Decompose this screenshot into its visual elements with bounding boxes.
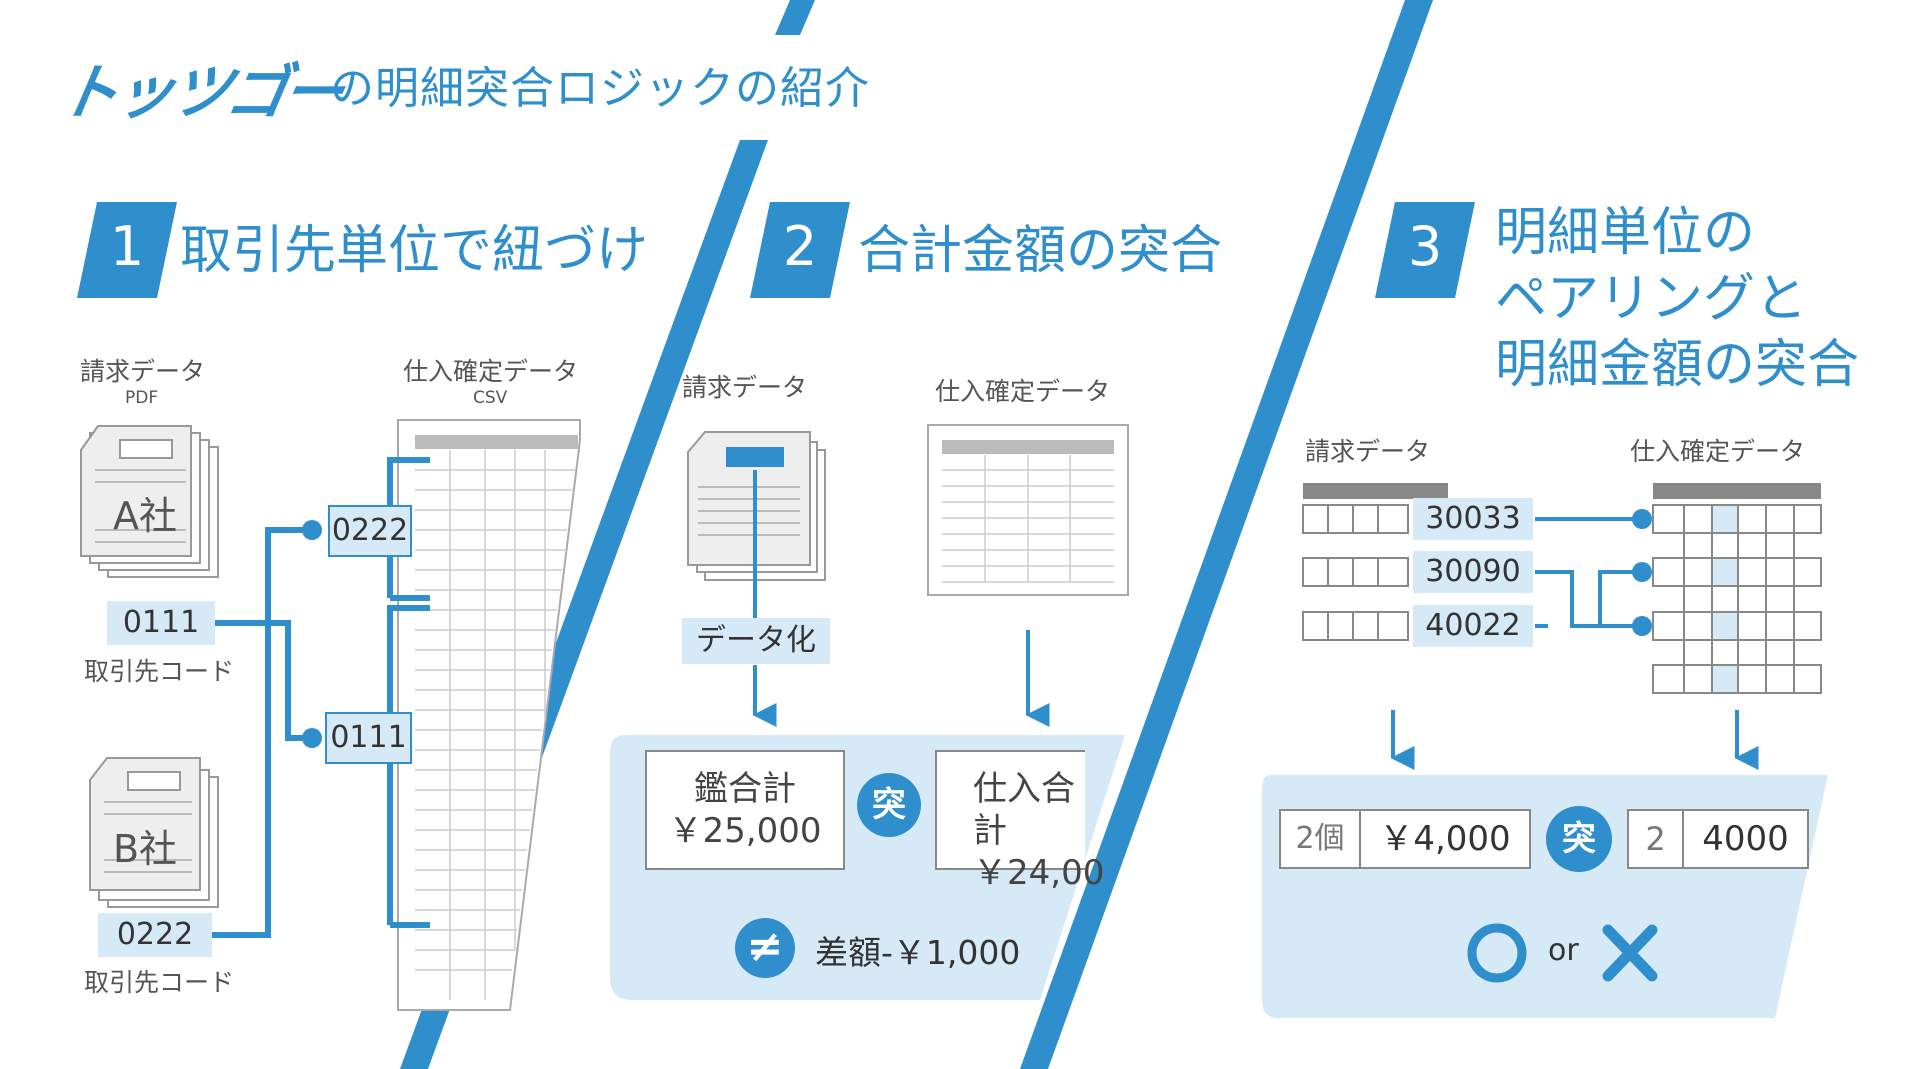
step3-label-line3: 明細金額の突合 (1495, 335, 1860, 395)
divider-stripe-2 (1020, 0, 1433, 1069)
step3-badge (1375, 202, 1475, 298)
qty-left: 2個 (1295, 821, 1345, 856)
step2-number: 2 (782, 215, 818, 278)
difference-text: 差額-￥1,000 (815, 933, 1021, 972)
doc-stack-a (80, 425, 219, 578)
match-icon-panel3: 突 (1546, 806, 1612, 872)
ng-cross-icon (1602, 924, 1658, 982)
csv-table-panel2 (927, 424, 1129, 596)
step1-badge (77, 202, 177, 298)
amount-left: ￥4,000 (1379, 819, 1511, 859)
amount-right: 4000 (1702, 819, 1789, 859)
p1-purchase-label: 仕入確定データ (403, 357, 579, 386)
step3-label-line2: ペアリングと (1495, 269, 1808, 329)
p3-invoice-label: 請求データ (1305, 437, 1431, 466)
step3-label-line1: 明細単位の (1495, 203, 1756, 263)
invoice-code-2: 30090 (1413, 551, 1533, 593)
invoice-total-box: 鑑合計 ￥25,000 (645, 750, 845, 870)
code-a: 0111 (107, 601, 215, 645)
p3-purchase-label: 仕入確定データ (1630, 437, 1806, 466)
connectors-panel3 (1535, 517, 1642, 628)
company-b-name: B社 (112, 827, 178, 871)
amount-box-right (1682, 809, 1809, 869)
tag-0111: 0111 (325, 712, 412, 764)
pair-dot-2 (1632, 562, 1652, 582)
connector-dot-1 (302, 520, 322, 540)
step3-number: 3 (1407, 215, 1443, 278)
p2-invoice-label: 請求データ (682, 373, 808, 402)
tag-0222: 0222 (328, 505, 412, 557)
datafy-label: データ化 (682, 618, 830, 664)
step1-label: 取引先単位で紐づけ (180, 221, 649, 281)
code-b-caption: 取引先コード (84, 968, 235, 997)
invoice-total-value: ￥25,000 (668, 811, 822, 851)
qty-right: 2 (1645, 820, 1666, 858)
doc-stack-b (89, 757, 219, 908)
invoice-rows-panel3 (1302, 483, 1448, 641)
logo: トッツゴー (52, 58, 346, 128)
p2-purchase-label: 仕入確定データ (935, 377, 1111, 406)
connector-dot-2 (302, 728, 322, 748)
csv-table-1 (397, 419, 581, 1011)
p1-invoice-label: 請求データ (80, 357, 206, 386)
code-b: 0222 (98, 913, 212, 957)
p1-invoice-sub: PDF (125, 388, 159, 408)
purchase-total-box: 仕入合計 ￥24,00 (935, 750, 1104, 893)
code-a-caption: 取引先コード (84, 657, 235, 686)
amount-box-left (1359, 809, 1531, 869)
step1-number: 1 (109, 215, 145, 278)
step2-label: 合計金額の突合 (858, 221, 1223, 281)
p1-purchase-sub: CSV (473, 388, 508, 408)
purchase-rows-panel3 (1652, 483, 1822, 694)
invoice-code-1: 30033 (1413, 498, 1533, 540)
pair-dot-3 (1632, 616, 1652, 636)
company-a-name: A社 (113, 494, 177, 538)
divider-stripe-top (775, 0, 815, 35)
or-text: or (1548, 933, 1579, 968)
invoice-code-3: 40022 (1413, 605, 1533, 647)
not-equal-icon: ≠ (735, 918, 795, 978)
purchase-total-value: ￥24,00 (973, 853, 1105, 893)
match-icon-panel2: 突 (857, 773, 921, 837)
step2-badge (750, 202, 850, 298)
ok-circle-icon (1467, 923, 1527, 983)
purchase-total-label: 仕入合計 (973, 769, 1075, 851)
page-title: の明細突合ロジックの紹介 (330, 63, 870, 114)
pair-dot-1 (1632, 509, 1652, 529)
invoice-total-label: 鑑合計 (694, 769, 796, 809)
